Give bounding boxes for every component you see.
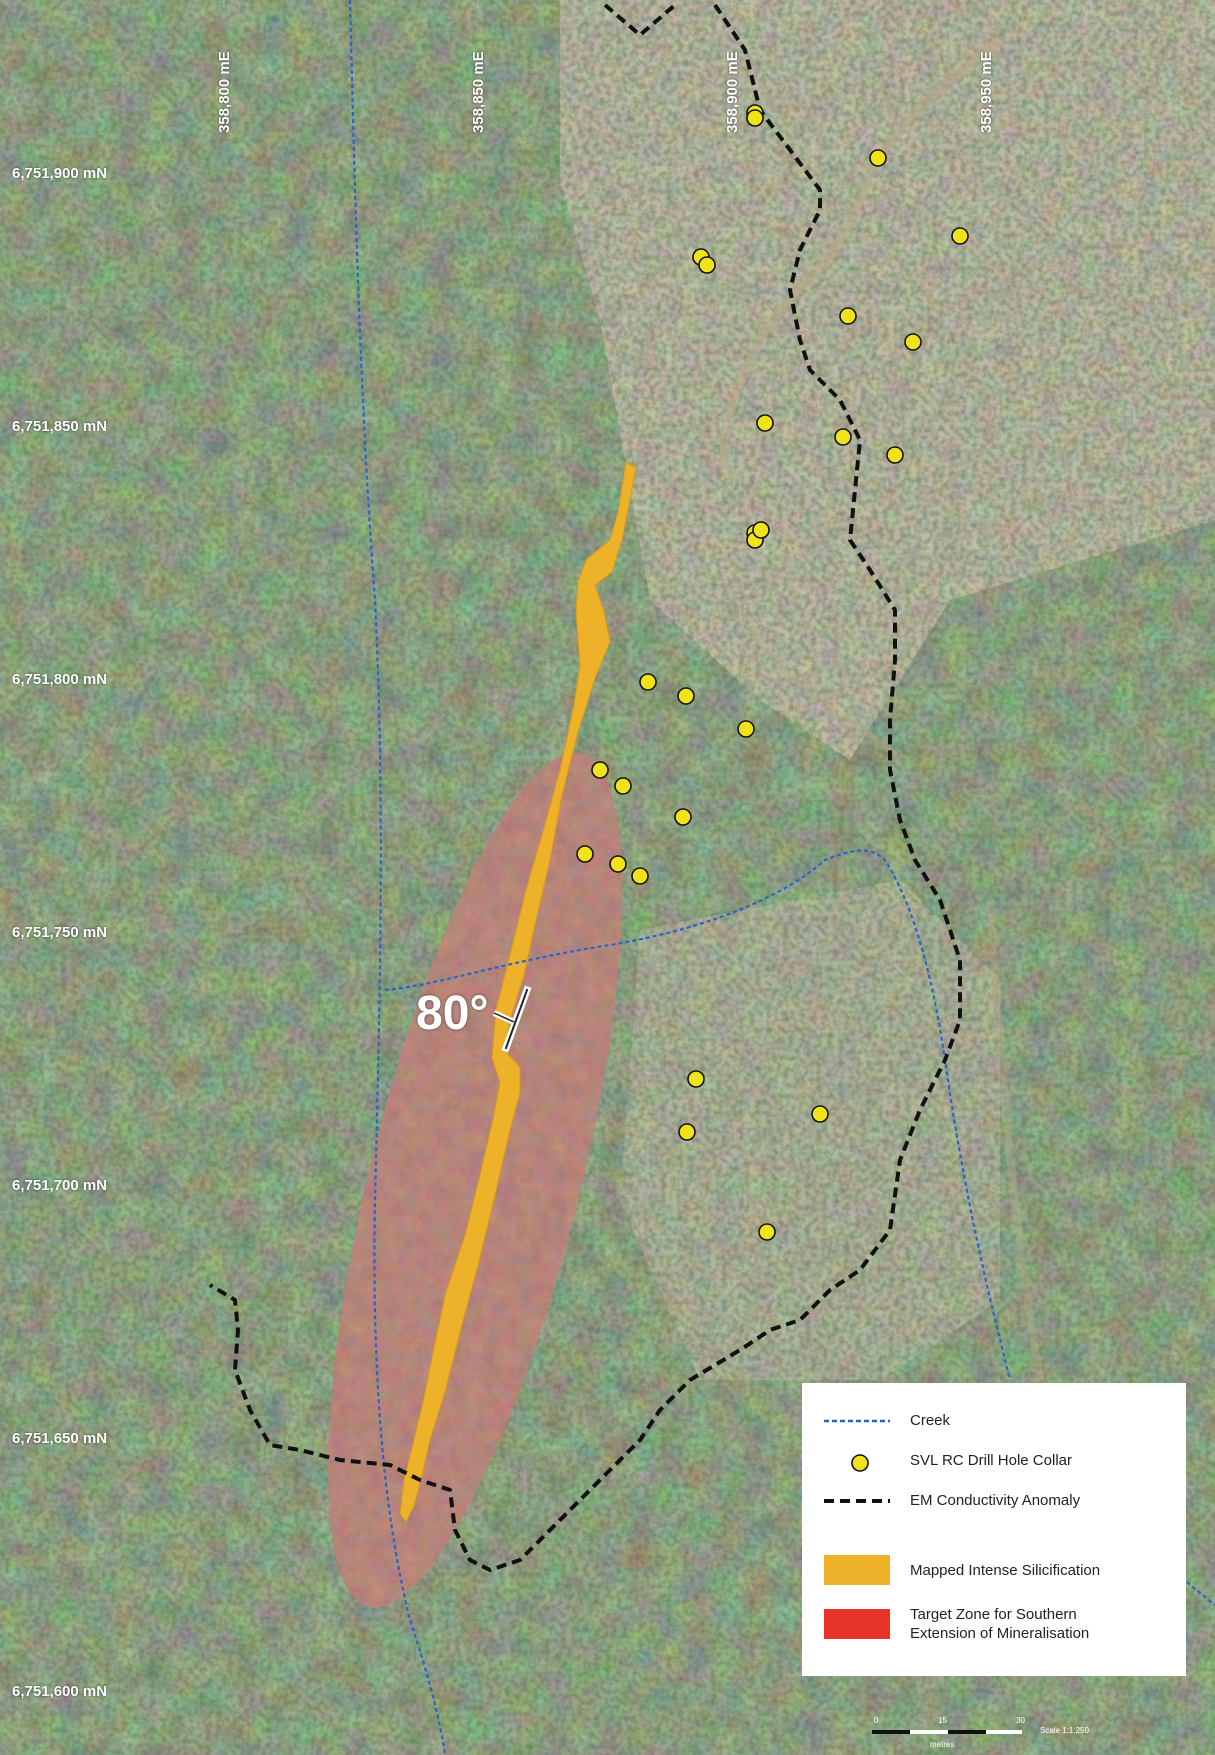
- drill-collar: [811, 1105, 829, 1123]
- easting-label: 358,800 mE: [216, 51, 233, 133]
- drill-collars: [576, 104, 969, 1241]
- northing-label: 6,751,700 mN: [12, 1177, 108, 1194]
- em-anomaly-outline: [208, 3, 962, 1572]
- silicification-body: [399, 461, 637, 1523]
- legend-label-anomaly: EM Conductivity Anomaly: [910, 1492, 1081, 1509]
- drill-collar: [687, 1070, 705, 1088]
- drill-collar: [886, 446, 904, 464]
- scale-ratio: Scale 1:1,250: [1040, 1726, 1089, 1735]
- drill-collar: [869, 149, 887, 167]
- drill-collar: [677, 687, 695, 705]
- creek-lines: [348, 0, 1215, 1755]
- easting-label: 358,950 mE: [978, 51, 995, 133]
- legend-row-target: Target Zone for Southern Extension of Mi…: [802, 1601, 1186, 1657]
- legend-label-silicification: Mapped Intense Silicification: [910, 1562, 1101, 1579]
- northing-label: 6,751,650 mN: [12, 1430, 108, 1447]
- northing-label: 6,751,600 mN: [12, 1683, 108, 1700]
- drill-collar: [758, 1223, 776, 1241]
- dip-symbol: [492, 985, 532, 1053]
- legend-label-target: Target Zone for Southern Extension of Mi…: [910, 1605, 1089, 1643]
- drill-collar: [737, 720, 755, 738]
- silicification-swatch: [824, 1555, 890, 1585]
- easting-label: 358,900 mE: [724, 51, 741, 133]
- drill-collar: [698, 256, 716, 274]
- legend-label-collar: SVL RC Drill Hole Collar: [910, 1452, 1072, 1469]
- northing-label: 6,751,750 mN: [12, 924, 108, 941]
- target-swatch: [824, 1609, 890, 1639]
- northing-label: 6,751,800 mN: [12, 671, 108, 688]
- drill-collar: [839, 307, 857, 325]
- legend-row-creek: Creek: [802, 1401, 1186, 1441]
- drill-collar: [904, 333, 922, 351]
- scale-tick-label: 15: [938, 1716, 947, 1725]
- legend-label-target-line2: Extension of Mineralisation: [910, 1625, 1090, 1642]
- legend-row-collar: SVL RC Drill Hole Collar: [802, 1441, 1186, 1481]
- scale-bar: 0 15 30 Scale 1:1,250 metres: [862, 1716, 1202, 1752]
- drill-collar: [631, 867, 649, 885]
- anomaly-line-icon: [824, 1499, 890, 1503]
- dip-label: 80°: [416, 987, 489, 1040]
- scale-tick-label: 30: [1016, 1716, 1025, 1725]
- easting-label: 358,850 mE: [470, 51, 487, 133]
- scale-tick-label: 0: [874, 1716, 879, 1725]
- track: [986, 899, 1044, 1381]
- drill-collar: [752, 521, 770, 539]
- drill-collar: [639, 673, 657, 691]
- drill-collar: [951, 227, 969, 245]
- legend-label-target-line1: Target Zone for Southern: [910, 1606, 1077, 1623]
- track: [719, 36, 1003, 471]
- drill-collar: [756, 414, 774, 432]
- scale-bar-graphic: [872, 1730, 1022, 1734]
- drill-collar: [591, 761, 609, 779]
- legend-row-anomaly: EM Conductivity Anomaly: [802, 1481, 1186, 1521]
- track: [747, 628, 903, 763]
- grid-ticks: [223, 0, 987, 8]
- drill-collar: [678, 1123, 696, 1141]
- legend-label-creek: Creek: [910, 1412, 951, 1429]
- map-legend: Creek SVL RC Drill Hole Collar EM Conduc…: [802, 1383, 1186, 1676]
- legend-row-silicification: Mapped Intense Silicification: [802, 1551, 1186, 1591]
- northing-label: 6,751,900 mN: [12, 165, 108, 182]
- drill-collar: [609, 855, 627, 873]
- drill-collar: [576, 845, 594, 863]
- drill-collar-icon: [851, 1454, 869, 1472]
- drill-collar: [746, 109, 764, 127]
- drill-collar: [674, 808, 692, 826]
- drill-collar: [614, 777, 632, 795]
- northing-label: 6,751,850 mN: [12, 418, 108, 435]
- scale-unit: metres: [930, 1740, 955, 1749]
- drill-collar: [834, 428, 852, 446]
- creek-line-icon: [824, 1419, 890, 1423]
